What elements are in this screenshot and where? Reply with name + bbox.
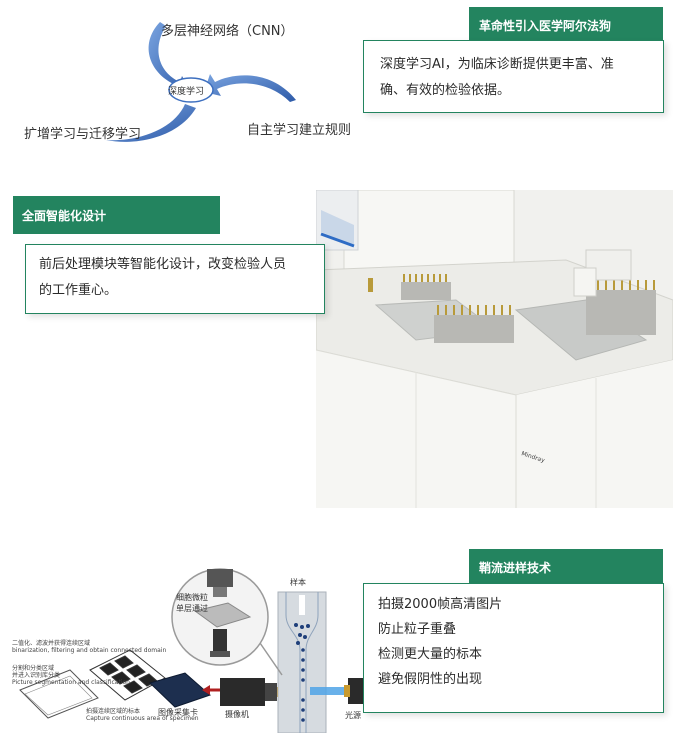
section2-line-1: 前后处理模块等智能化设计，改变检验人员 <box>39 257 287 272</box>
section2-textbox: 前后处理模块等智能化设计，改变检验人员 的工作重心。 <box>25 244 325 314</box>
step-b-cn: 分割和分类区域 <box>12 664 54 672</box>
slide-stack <box>19 669 99 719</box>
step-c-en: Capture continuous area of specimen <box>86 715 199 722</box>
cnn-top-label: 多层神经网络（CNN） <box>161 24 294 39</box>
step-a-cn: 二值化、滤波并获得连续区域 <box>12 639 90 647</box>
section1-tab: 革命性引入医学阿尔法狗 <box>469 7 663 44</box>
section1-textbox: 深度学习AI，为临床诊断提供更丰富、准 确、有效的检验依据。 <box>363 40 664 113</box>
section3-textbox: 拍摄2000帧高清图片 防止粒子重叠 检测更大量的标本 避免假阴性的出现 <box>363 583 664 713</box>
section3-line-3: 检测更大量的标本 <box>378 647 483 662</box>
section1-line-1: 深度学习AI，为临床诊断提供更丰富、准 <box>380 57 614 72</box>
cnn-left-label: 扩增学习与迁移学习 <box>24 127 142 142</box>
cnn-diagram: 多层神经网络（CNN） 深度学习 扩增学习与迁移学习 自主学习建立规则 <box>10 0 370 165</box>
image-grid <box>89 649 166 701</box>
analyzer-machine-image: Mindray <box>316 190 673 508</box>
section1-line-2: 确、有效的检验依据。 <box>380 83 511 98</box>
section3-tab: 鞘流进样技术 <box>469 549 663 585</box>
capture-card-label: 图像采集卡 <box>158 707 198 717</box>
flow-cell <box>277 591 327 734</box>
cell-label-2: 单层通过 <box>176 603 208 613</box>
section3-line-1: 拍摄2000帧高清图片 <box>378 597 503 612</box>
cell-label-1: 细胞微粒 <box>176 592 208 602</box>
section2-tab: 全面智能化设计 <box>13 196 220 234</box>
section3-line-4: 避免假阴性的出现 <box>378 672 483 687</box>
light-label: 光源 <box>345 710 361 720</box>
sheath-flow-diagram: 细胞微粒 单层通过 样本 图像采集卡 摄像机 光源 二值化、滤波并获得连续区域 … <box>10 555 370 734</box>
step-b-en: Picture segmentation and classification <box>12 679 130 686</box>
section2-line-2: 的工作重心。 <box>39 283 118 298</box>
camera <box>220 678 287 706</box>
step-a-en: binarization, filtering and obtain conne… <box>12 647 166 654</box>
cnn-arrow-top <box>148 22 190 95</box>
step-b-cn2: 并进入识别库分类 <box>12 671 60 679</box>
section3-line-2: 防止粒子重叠 <box>378 622 457 637</box>
step-c-cn: 拍摄连续区域的标本 <box>86 707 140 715</box>
cnn-center-label: 深度学习 <box>168 87 205 97</box>
cnn-right-label: 自主学习建立规则 <box>247 123 352 138</box>
cnn-arrow-right <box>204 74 296 102</box>
sample-label: 样本 <box>290 577 306 587</box>
cnn-arrow-left <box>106 104 196 142</box>
camera-label: 摄像机 <box>225 709 249 719</box>
